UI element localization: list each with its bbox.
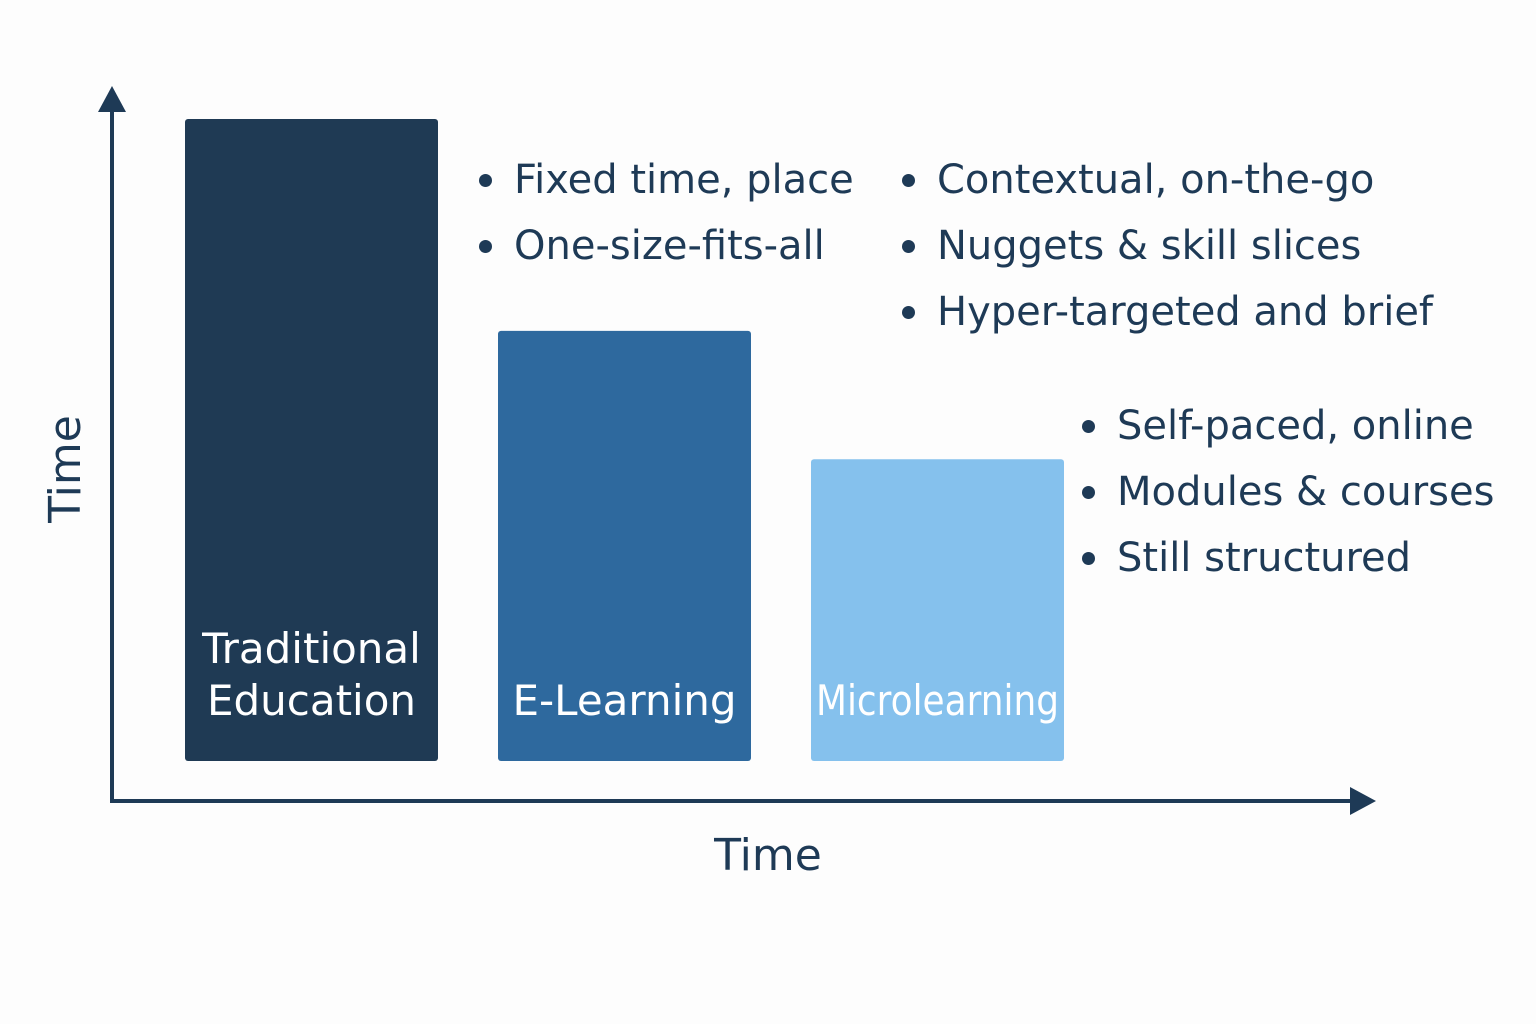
annotation-list-traditional: Fixed time, place One-size-fits-all: [479, 147, 854, 279]
bar-label: Education: [207, 676, 416, 725]
annotation-list-microlearning: Contextual, on-the-go Nuggets & skill sl…: [902, 147, 1433, 345]
bar-label: E-Learning: [512, 676, 736, 725]
annotation-text: Contextual, on-the-go: [937, 157, 1375, 203]
bar: [498, 330, 751, 761]
y-axis-arrow-icon: [98, 86, 126, 112]
annotation-text: Nuggets & skill slices: [937, 223, 1362, 269]
annotation-text: Modules & courses: [1117, 469, 1495, 515]
bullet-dot-icon: [1082, 485, 1095, 499]
annotation-item: Self-paced, online: [1082, 393, 1494, 459]
annotation-item: One-size-fits-all: [479, 213, 854, 279]
annotation-list-elearning: Self-paced, online Modules & courses Sti…: [1082, 393, 1494, 591]
annotation-item: Fixed time, place: [479, 147, 854, 213]
bullet-dot-icon: [902, 305, 915, 319]
annotation-item: Contextual, on-the-go: [902, 147, 1433, 213]
x-axis-title: Time: [713, 830, 822, 881]
bullet-dot-icon: [1082, 551, 1095, 565]
annotation-item: Hyper-targeted and brief: [902, 279, 1433, 345]
annotation-text: Still structured: [1117, 535, 1412, 581]
annotation-item: Modules & courses: [1082, 459, 1494, 525]
bullet-dot-icon: [902, 239, 915, 253]
bullet-dot-icon: [1082, 419, 1095, 433]
annotation-item: Nuggets & skill slices: [902, 213, 1433, 279]
annotation-text: One-size-fits-all: [514, 223, 825, 269]
bullet-dot-icon: [902, 173, 915, 187]
annotation-item: Still structured: [1082, 525, 1494, 591]
annotation-text: Fixed time, place: [514, 157, 854, 203]
y-axis-title: Time: [40, 415, 91, 524]
bar: [185, 119, 438, 761]
annotation-text: Self-paced, online: [1117, 403, 1474, 449]
x-axis-arrow-icon: [1350, 787, 1376, 815]
bullet-dot-icon: [479, 239, 492, 253]
axes-group: [98, 86, 1376, 815]
bullet-dot-icon: [479, 173, 492, 187]
bar: [811, 459, 1064, 761]
bar-label: Microlearning: [816, 676, 1059, 725]
bar-label: Traditional: [201, 624, 421, 673]
annotation-text: Hyper-targeted and brief: [937, 289, 1434, 335]
